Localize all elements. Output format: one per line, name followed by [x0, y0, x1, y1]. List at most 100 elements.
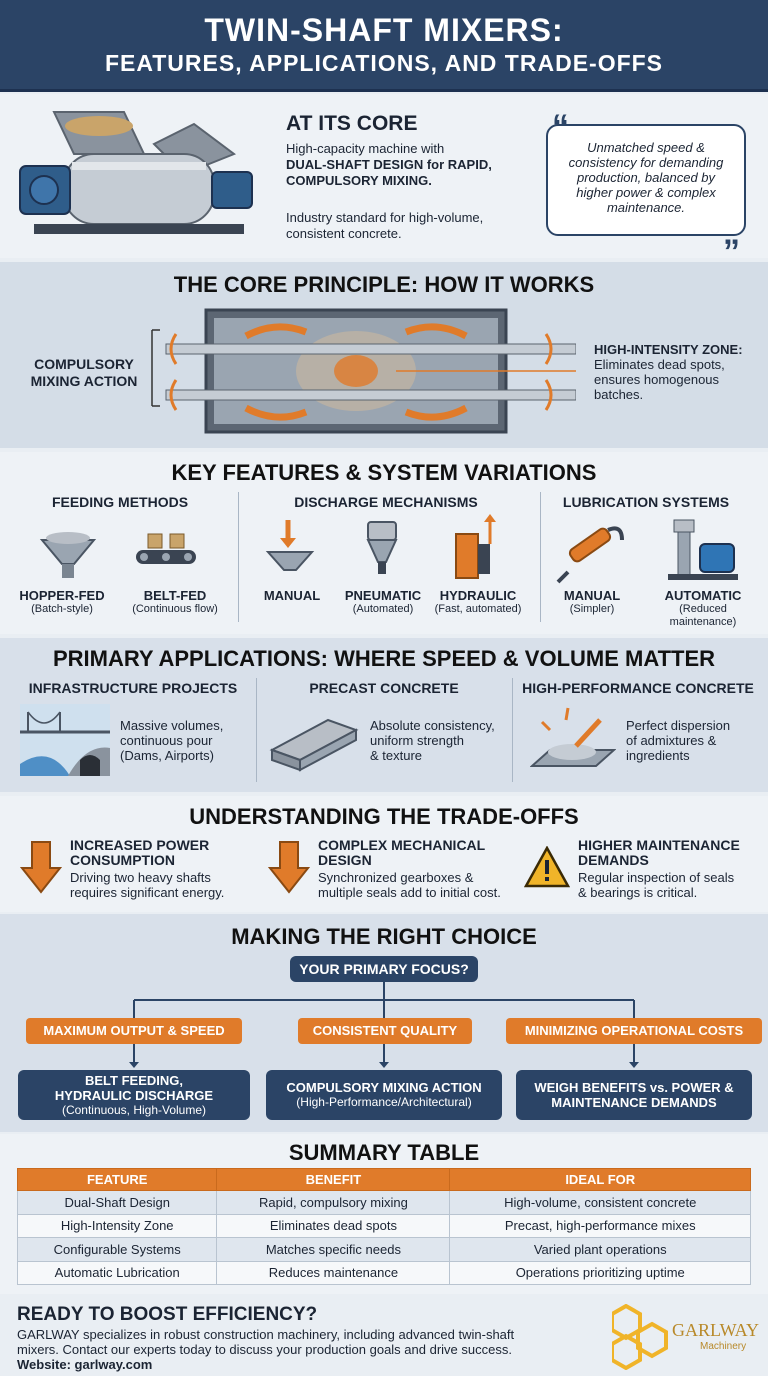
mixer-machine-icon	[19, 111, 253, 234]
summary-section: SUMMARY TABLE FEATURE BENEFIT IDEAL FOR …	[0, 1134, 768, 1294]
app-hpc-line-2: of admixtures &	[626, 733, 717, 748]
discharge-pneumatic-sub: (Automated)	[352, 603, 414, 615]
result-quality: COMPULSORY MIXING ACTION (High-Performan…	[266, 1070, 502, 1120]
column-header: FEATURE	[16, 1168, 218, 1191]
core-line-4: Industry standard for high-volume,	[286, 210, 484, 225]
result-speed-line-3: (Continuous, High-Volume)	[61, 1103, 207, 1117]
trade-2-title-2: DESIGN	[318, 852, 372, 868]
trade-2-desc-1: Synchronized gearboxes &	[318, 870, 474, 885]
lube-auto-text: AUTOMATIC	[664, 588, 742, 603]
focus-question: YOUR PRIMARY FOCUS?	[290, 956, 478, 982]
table-cell: Operations prioritizing uptime	[449, 1260, 751, 1285]
discharge-manual-label: MANUAL	[254, 588, 330, 603]
app-infra-title: INFRASTRUCTURE PROJECTS	[28, 680, 238, 696]
manual-discharge-icon	[265, 520, 315, 571]
focus-cost-option[interactable]: MINIMIZING OPERATIONAL COSTS	[506, 1018, 762, 1044]
bridge-tunnel-icon	[20, 704, 110, 776]
page-title: TWIN-SHAFT MIXERS:	[204, 12, 564, 48]
result-cost-line-2: MAINTENANCE DEMANDS	[551, 1095, 717, 1110]
lube-manual-label: MANUAL(Simpler)	[552, 588, 632, 616]
trade-3-title-2: DEMANDS	[578, 852, 649, 868]
applications-heading: PRIMARY APPLICATIONS: WHERE SPEED & VOLU…	[52, 646, 716, 671]
column-header: BENEFIT	[216, 1168, 451, 1191]
trade-1-desc-1: Driving two heavy shafts	[70, 870, 211, 885]
column-header: IDEAL FOR	[449, 1168, 751, 1191]
trade-2-title-1: COMPLEX MECHANICAL	[318, 837, 486, 853]
core-line-2: DUAL-SHAFT DESIGN for RAPID,	[286, 157, 492, 172]
logo-name: GARLWAY	[672, 1320, 760, 1340]
page-header: TWIN-SHAFT MIXERS: FEATURES, APPLICATION…	[0, 0, 768, 92]
core-heading: AT ITS CORE	[286, 112, 418, 135]
lube-auto-sub: (Reduced maintenance)	[669, 603, 737, 628]
feed-belt-text: BELT-FED	[143, 588, 207, 603]
app-precast-line-1: Absolute consistency,	[370, 718, 495, 733]
close-quote-icon: ”	[723, 233, 740, 271]
twin-shaft-diagram	[151, 308, 576, 434]
result-speed-line-1: BELT FEEDING,	[85, 1073, 183, 1088]
cta-line-1: GARLWAY specializes in robust constructi…	[17, 1327, 515, 1342]
table-cell: Configurable Systems	[16, 1237, 218, 1262]
lube-manual-text: MANUAL	[563, 588, 621, 603]
cta-heading: READY TO BOOST EFFICIENCY?	[17, 1304, 318, 1325]
divider	[540, 492, 541, 622]
core-line-3: COMPULSORY MIXING.	[286, 173, 432, 188]
focus-quality-option[interactable]: CONSISTENT QUALITY	[298, 1018, 472, 1044]
table-cell: Precast, high-performance mixes	[449, 1213, 751, 1238]
summary-heading: SUMMARY TABLE	[288, 1140, 480, 1165]
lube-manual-sub: (Simpler)	[569, 603, 615, 615]
focus-speed-option[interactable]: MAXIMUM OUTPUT & SPEED	[26, 1018, 242, 1044]
compulsory-line-1: COMPULSORY	[34, 356, 134, 372]
app-hpc-line-1: Perfect dispersion	[626, 718, 731, 733]
trade-1-title-2: CONSUMPTION	[70, 852, 175, 868]
discharge-title: DISCHARGE MECHANISMS	[294, 494, 478, 510]
table-cell: Varied plant operations	[449, 1237, 751, 1262]
table-cell: Reduces maintenance	[216, 1260, 451, 1285]
open-quote-icon: “	[552, 108, 569, 146]
app-infra-line-3: (Dams, Airports)	[120, 748, 214, 763]
choice-heading: MAKING THE RIGHT CHOICE	[231, 924, 537, 949]
belt-conveyor-icon	[136, 533, 196, 564]
table-cell: High-Intensity Zone	[16, 1213, 218, 1238]
core-line-5: consistent concrete.	[286, 226, 402, 241]
table-cell: High-volume, consistent concrete	[449, 1190, 751, 1215]
website-link[interactable]: Website: garlway.com	[17, 1357, 153, 1372]
app-precast-title: PRECAST CONCRETE	[309, 680, 459, 696]
app-infra-line-1: Massive volumes,	[120, 718, 224, 733]
compulsory-line-2: MIXING ACTION	[30, 373, 138, 389]
intensity-zone-title: HIGH-INTENSITY ZONE:	[594, 342, 743, 357]
down-arrow-icon	[268, 841, 310, 894]
app-precast-line-2: uniform strength	[370, 733, 464, 748]
divider	[256, 678, 257, 782]
feed-hopper-label: HOPPER-FED(Batch-style)	[14, 588, 110, 616]
how-it-works-section: THE CORE PRINCIPLE: HOW IT WORKS COMPULS…	[0, 262, 768, 448]
hopper-icon	[39, 532, 97, 578]
grease-gun-icon	[556, 526, 624, 584]
discharge-hydraulic-label: HYDRAULIC(Fast, automated)	[426, 588, 530, 616]
app-hpc-line-3: ingredients	[626, 748, 690, 763]
tradeoffs-section: UNDERSTANDING THE TRADE-OFFS INCREASED P…	[0, 796, 768, 912]
precast-beams-icon	[269, 718, 359, 772]
quote-box: “ Unmatched speed & consistency for dema…	[546, 110, 746, 269]
logo-sub: Machinery	[700, 1341, 747, 1352]
compulsory-label: COMPULSORY MIXING ACTION	[22, 356, 146, 390]
result-speed: BELT FEEDING, HYDRAULIC DISCHARGE (Conti…	[18, 1070, 250, 1120]
tradeoffs-heading: UNDERSTANDING THE TRADE-OFFS	[189, 804, 579, 829]
decision-tree-lines	[129, 982, 639, 1068]
intensity-line-1: Eliminates dead spots,	[594, 357, 725, 372]
trade-1-desc-2: requires significant energy.	[70, 885, 225, 900]
auto-lubrication-icon	[668, 519, 738, 580]
app-precast-line-3: & texture	[370, 748, 423, 763]
lubrication-title: LUBRICATION SYSTEMS	[562, 494, 730, 510]
applications-section: PRIMARY APPLICATIONS: WHERE SPEED & VOLU…	[0, 638, 768, 792]
table-header-row: FEATURE BENEFIT IDEAL FOR	[16, 1168, 751, 1191]
choice-section: MAKING THE RIGHT CHOICE YOUR PRIMARY FOC…	[0, 914, 768, 1132]
hydraulic-discharge-icon	[455, 514, 496, 579]
down-arrow-icon	[20, 841, 62, 894]
discharge-manual-text: MANUAL	[263, 588, 321, 603]
result-speed-line-2: HYDRAULIC DISCHARGE	[54, 1088, 214, 1103]
trade-3-desc-2: & bearings is critical.	[578, 885, 698, 900]
discharge-pneumatic-label: PNEUMATIC(Automated)	[336, 588, 430, 616]
cta-section: READY TO BOOST EFFICIENCY? GARLWAY speci…	[0, 1296, 768, 1376]
